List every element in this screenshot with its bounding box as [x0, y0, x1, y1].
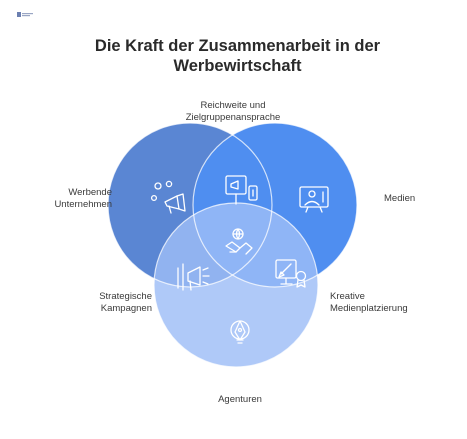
- megaphone-people-icon: [150, 180, 186, 214]
- billboard-icon: [225, 175, 258, 205]
- circle-agenturen: [154, 203, 318, 367]
- label-agenturen: Agenturen: [218, 394, 262, 405]
- label-medien: Medien: [384, 193, 416, 204]
- certified-design-icon: [275, 259, 307, 288]
- handshake-icon: [225, 228, 253, 255]
- tv-presenter-icon: [299, 186, 329, 213]
- pen-nib-icon: [230, 320, 250, 344]
- marketing-megaphone-icon: [177, 263, 210, 291]
- label-reichweite: Reichweite und Zielgruppenansprache: [185, 100, 281, 123]
- label-kreative-medienplatzierung: Kreative Medienplatzierung: [330, 291, 408, 314]
- label-werbende-unternehmen: Werbende Unternehmen: [54, 187, 112, 210]
- diagram-title: Die Kraft der Zusammenarbeit in der Werb…: [94, 37, 381, 75]
- label-strategische-kampagnen: Strategische Kampagnen: [99, 291, 152, 314]
- logo-icon: [17, 12, 33, 17]
